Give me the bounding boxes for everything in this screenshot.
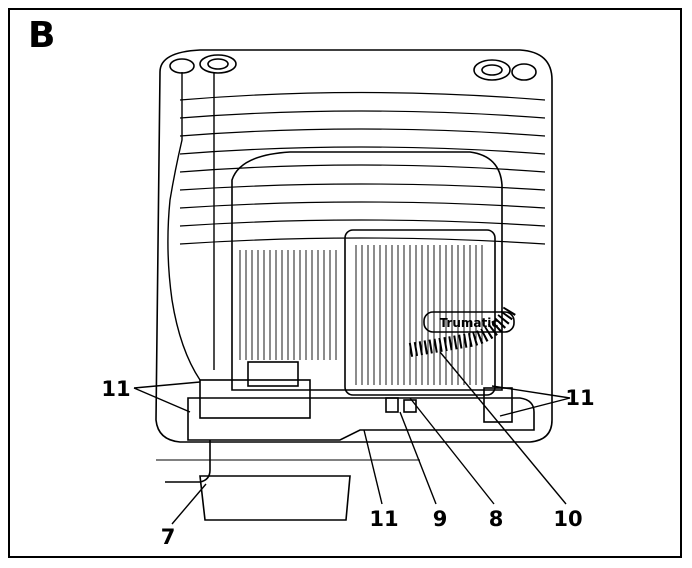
callout-11-bottom: 11	[369, 507, 398, 531]
burner-unit	[199, 379, 311, 419]
leader-lines	[133, 351, 571, 525]
drip-tray	[199, 475, 351, 521]
callout-9: 9	[433, 507, 448, 531]
casing-ribs	[179, 91, 546, 245]
valve	[385, 397, 399, 413]
callout-10: 10	[553, 507, 582, 531]
callout-7: 7	[161, 525, 176, 549]
control-box	[247, 361, 299, 387]
callout-11-right: 11	[565, 386, 594, 410]
mounting-plate	[187, 397, 535, 441]
exhaust-hose	[408, 306, 517, 357]
brand-label: Trumatic	[440, 316, 499, 330]
callout-11-left: 11	[101, 377, 130, 401]
callout-8: 8	[489, 507, 504, 531]
brand-plate	[423, 311, 515, 333]
bracket-right	[483, 387, 513, 423]
ignition-cable	[167, 72, 201, 381]
exchanger-fins-left	[239, 250, 337, 360]
heater-casing	[155, 49, 553, 443]
valve	[403, 399, 417, 413]
figure-letter: B	[28, 15, 56, 56]
exchanger-fins-right	[355, 245, 483, 385]
heat-exchanger	[231, 151, 503, 391]
top-connectors	[169, 54, 537, 81]
